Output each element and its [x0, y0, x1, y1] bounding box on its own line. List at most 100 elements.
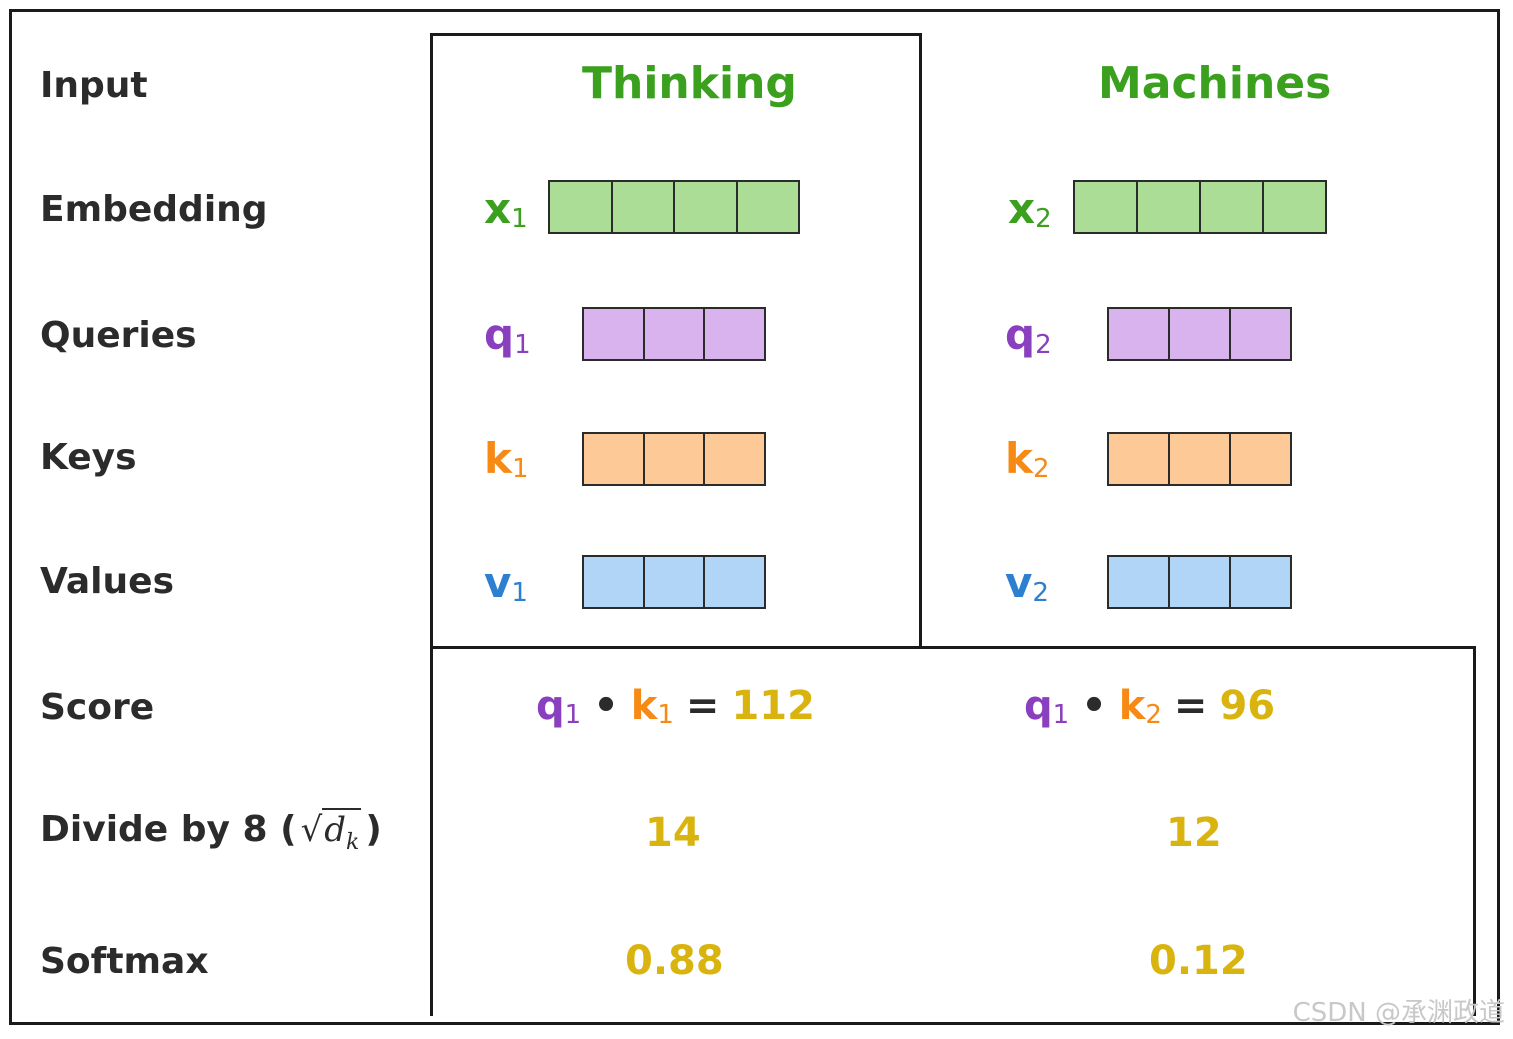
q1-query-vector [582, 307, 766, 361]
row-label-embedding: Embedding [40, 189, 268, 230]
vector-cell [1170, 434, 1231, 484]
x2-embedding-vector [1073, 180, 1327, 234]
q2-base: q [1005, 310, 1036, 359]
v1-label: v1 [484, 562, 528, 608]
score1-q-base: q [536, 683, 565, 729]
score2-k-base: k [1118, 683, 1146, 729]
vector-cell [1109, 309, 1170, 359]
vector-cell [1231, 557, 1290, 607]
x1-label: x1 [484, 188, 528, 233]
equals-operator: = [685, 683, 720, 729]
v2-label: v2 [1005, 562, 1049, 608]
softmax-value-1: 0.88 [625, 938, 724, 984]
v1-base: v [484, 558, 512, 607]
vector-cell [584, 309, 645, 359]
vector-cell [1109, 557, 1170, 607]
vector-cell [675, 182, 738, 232]
k1-sub: 1 [511, 454, 529, 484]
score2-k-sub: 2 [1145, 700, 1162, 730]
x1-embedding-vector [548, 180, 800, 234]
k2-base: k [1005, 434, 1033, 483]
divide-prefix: Divide by 8 ( [40, 809, 297, 850]
row-label-softmax: Softmax [40, 941, 209, 982]
score1-k-sub: 1 [657, 700, 674, 730]
score2-value: 96 [1219, 683, 1276, 729]
vector-cell [645, 309, 706, 359]
vector-cell [1075, 182, 1138, 232]
row-label-divide: Divide by 8 (√dk) [40, 808, 382, 854]
softmax-value-2: 0.12 [1149, 938, 1248, 984]
row-label-input: Input [40, 65, 148, 106]
score1-k: k1 [631, 683, 674, 729]
score2-q-sub: 1 [1052, 700, 1070, 730]
dot-operator: • [1081, 683, 1107, 729]
vector-cell [1109, 434, 1170, 484]
vector-cell [584, 557, 645, 607]
v2-sub: 2 [1032, 578, 1049, 608]
score2-q-base: q [1024, 683, 1053, 729]
score1-k-base: k [630, 683, 658, 729]
divide-suffix: ) [365, 809, 382, 850]
q2-sub: 2 [1035, 330, 1052, 360]
input-word-thinking: Thinking [582, 58, 797, 109]
score1-q-sub: 1 [564, 700, 582, 730]
score2-k: k2 [1119, 683, 1162, 729]
vector-cell [738, 182, 799, 232]
vector-cell [1170, 309, 1231, 359]
sqrt-radical-icon: √ [300, 810, 323, 850]
x2-label: x2 [1008, 188, 1052, 234]
vector-cell [584, 434, 645, 484]
vector-cell [705, 434, 764, 484]
row-label-score: Score [40, 687, 155, 728]
vector-cell [705, 557, 764, 607]
k2-key-vector [1107, 432, 1292, 486]
score-equation-1: q1•k1=112 [536, 686, 815, 728]
v1-sub: 1 [511, 578, 528, 608]
row-label-keys: Keys [40, 437, 137, 478]
score2-q: q1 [1024, 683, 1069, 729]
sqrt-body: dk [322, 808, 362, 853]
vector-cell [1264, 182, 1325, 232]
vector-cell [645, 557, 706, 607]
k1-label: k1 [484, 438, 529, 484]
q2-label: q2 [1005, 314, 1052, 360]
q1-base: q [484, 310, 515, 359]
sqrt-sub: k [346, 829, 360, 855]
vector-cell [550, 182, 613, 232]
x2-base: x [1008, 184, 1036, 233]
score1-q: q1 [536, 683, 581, 729]
equals-operator: = [1173, 683, 1208, 729]
v2-value-vector [1107, 555, 1292, 609]
k2-label: k2 [1005, 438, 1049, 483]
input-word-machines: Machines [1098, 58, 1332, 109]
q1-label: q1 [484, 314, 531, 360]
vector-cell [705, 309, 764, 359]
divided-score-2: 12 [1166, 810, 1222, 856]
v2-base: v [1005, 558, 1033, 607]
x1-base: x [484, 184, 512, 233]
sqrt-dk: √dk [300, 808, 362, 854]
x2-sub: 2 [1035, 204, 1052, 234]
k1-base: k [484, 434, 512, 483]
sqrt-var: d [324, 810, 346, 850]
q2-query-vector [1107, 307, 1292, 361]
vector-cell [1138, 182, 1201, 232]
watermark: CSDN @承渊政道 [1292, 998, 1505, 1028]
vector-cell [645, 434, 706, 484]
vector-cell [1231, 309, 1290, 359]
q1-sub: 1 [514, 330, 531, 360]
score-section-box [430, 646, 1476, 1016]
diagram-frame [9, 9, 1500, 1025]
vector-cell [613, 182, 675, 232]
k1-key-vector [582, 432, 766, 486]
score-equation-2: q1•k2=96 [1024, 686, 1275, 728]
vector-cell [1231, 434, 1290, 484]
dot-operator: • [593, 683, 619, 729]
vector-cell [1201, 182, 1264, 232]
divided-score-1: 14 [645, 810, 701, 856]
vector-cell [1170, 557, 1231, 607]
row-label-values: Values [40, 561, 174, 602]
row-label-queries: Queries [40, 315, 197, 356]
v1-value-vector [582, 555, 766, 609]
score1-value: 112 [731, 683, 815, 729]
